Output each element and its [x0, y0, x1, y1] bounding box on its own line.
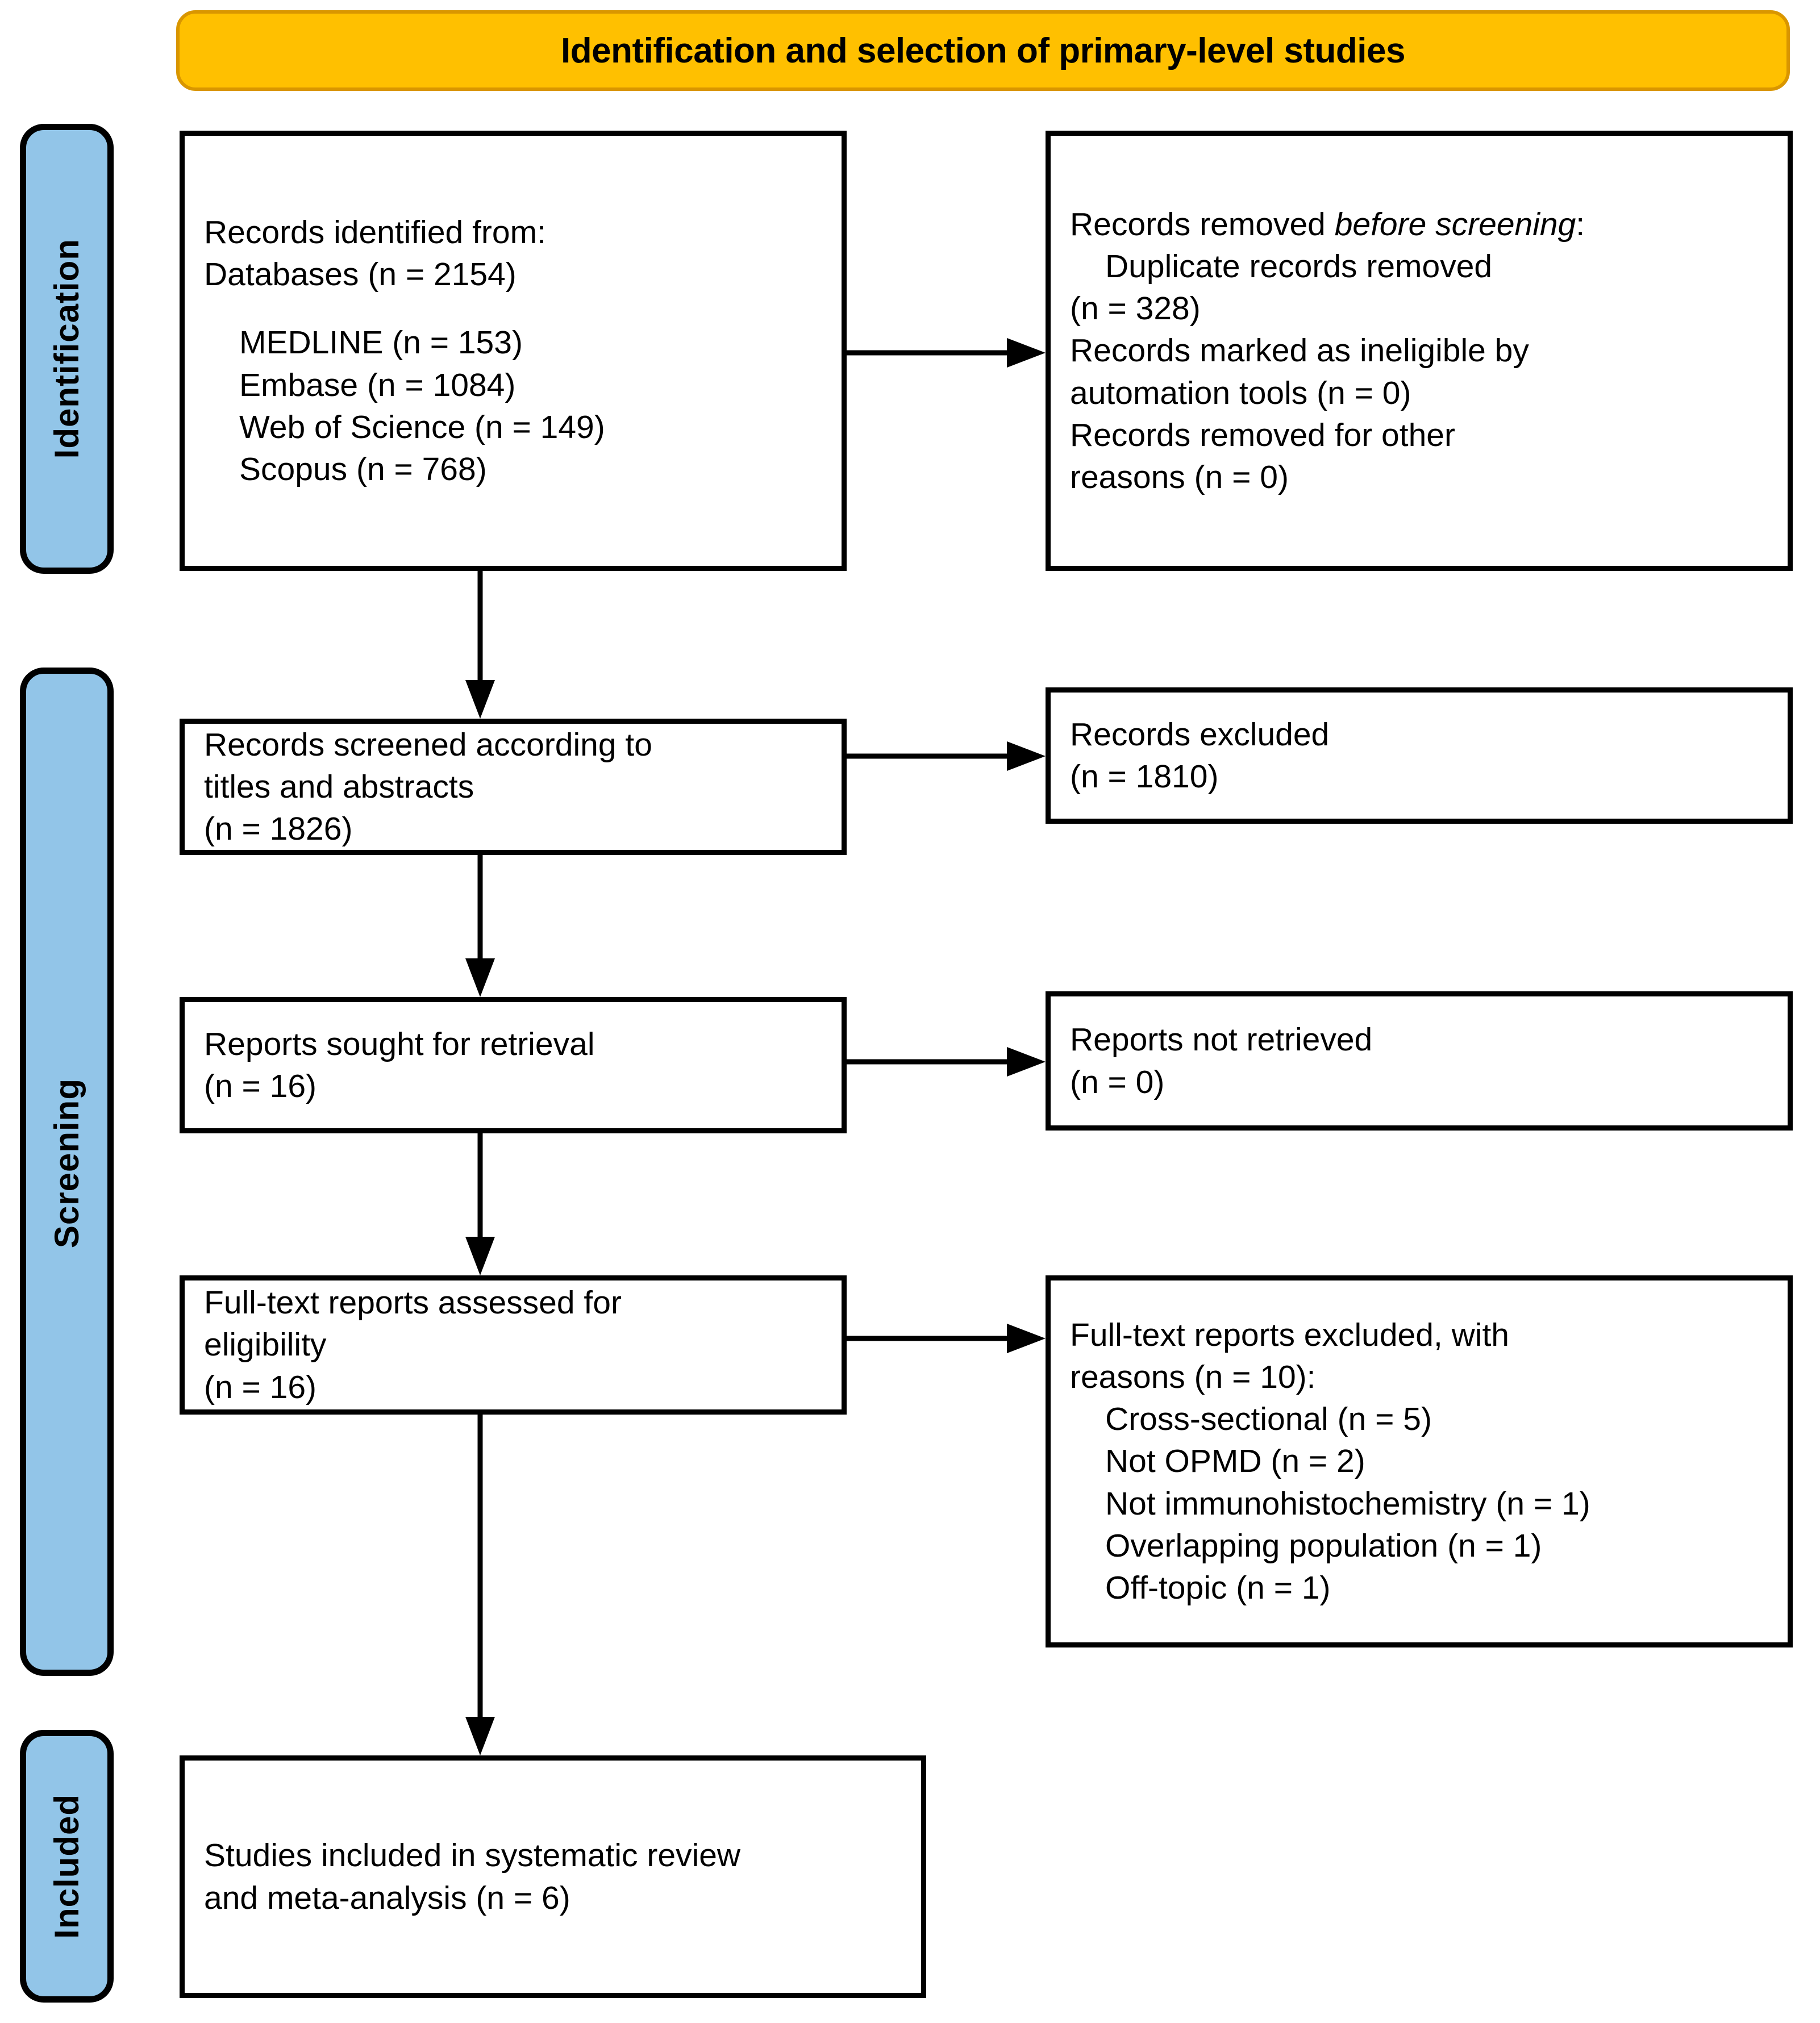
fulltext-excluded-line-1: Full-text reports excluded, with — [1070, 1317, 1509, 1354]
arrow-sought-to-fulltext — [463, 1133, 498, 1277]
box-records-excluded: Records excluded (n = 1810) — [1046, 687, 1793, 824]
records-removed-other-1: Records removed for other — [1070, 416, 1455, 453]
fulltext-excluded-reason-not-ihc: Not immunohistochemistry (n = 1) — [1105, 1485, 1590, 1522]
records-removed-heading: Records removed before screening: — [1070, 203, 1768, 245]
records-screened-line-2: titles and abstracts — [204, 768, 474, 805]
studies-included-line-1: Studies included in systematic review — [204, 1837, 741, 1874]
phase-label-screening: Screening — [20, 668, 114, 1676]
records-excluded-label: Records excluded — [1070, 716, 1330, 753]
arrow-identified-to-screened — [463, 571, 498, 720]
box-records-removed: Records removed before screening: Duplic… — [1046, 131, 1793, 571]
records-identified-line-1: Records identified from: — [204, 214, 546, 251]
fulltext-excluded-line-2: reasons (n = 10): — [1070, 1359, 1316, 1396]
arrow-sought-to-not-retrieved — [847, 1044, 1047, 1079]
reports-sought-label: Reports sought for retrieval — [204, 1025, 595, 1062]
records-removed-heading-prefix: Records removed — [1070, 206, 1335, 243]
phase-label-identification-text: Identification — [48, 239, 86, 459]
arrow-screened-to-excluded — [847, 739, 1047, 774]
records-identified-scopus: Scopus (n = 768) — [239, 451, 487, 487]
fulltext-assessed-count: (n = 16) — [204, 1369, 317, 1405]
records-screened-count: (n = 1826) — [204, 811, 353, 848]
phase-label-included: Included — [20, 1730, 114, 2003]
box-studies-included: Studies included in systematic review an… — [180, 1755, 926, 1998]
records-screened-line-1: Records screened according to — [204, 726, 652, 763]
phase-label-included-text: Included — [48, 1793, 86, 1939]
records-removed-heading-italic: before screening — [1334, 206, 1576, 243]
reports-not-retrieved-count: (n = 0) — [1070, 1063, 1165, 1100]
records-identified-wos: Web of Science (n = 149) — [239, 408, 605, 445]
diagram-title-bar: Identification and selection of primary-… — [176, 10, 1790, 91]
records-identified-embase: Embase (n = 1084) — [239, 366, 516, 403]
records-removed-heading-suffix: : — [1576, 206, 1585, 243]
records-removed-other-2: reasons (n = 0) — [1070, 458, 1289, 495]
box-reports-sought: Reports sought for retrieval (n = 16) — [180, 997, 847, 1133]
phase-label-screening-text: Screening — [48, 1078, 86, 1249]
records-removed-duplicate: Duplicate records removed — [1105, 248, 1493, 285]
arrow-screened-to-sought — [463, 855, 498, 998]
reports-sought-count: (n = 16) — [204, 1068, 317, 1104]
records-removed-ineligible-2: automation tools (n = 0) — [1070, 374, 1411, 411]
fulltext-assessed-line-1: Full-text reports assessed for — [204, 1284, 622, 1321]
page-title: Identification and selection of primary-… — [561, 31, 1405, 70]
records-identified-line-2: Databases (n = 2154) — [204, 256, 517, 293]
reports-not-retrieved-label: Reports not retrieved — [1070, 1021, 1373, 1058]
arrow-fulltext-to-fulltext-excluded — [847, 1321, 1047, 1356]
box-reports-not-retrieved: Reports not retrieved (n = 0) — [1046, 991, 1793, 1131]
box-fulltext-assessed: Full-text reports assessed for eligibili… — [180, 1275, 847, 1415]
records-excluded-count: (n = 1810) — [1070, 758, 1219, 795]
fulltext-excluded-reason-not-opmd: Not OPMD (n = 2) — [1105, 1443, 1365, 1480]
studies-included-line-2: and meta-analysis (n = 6) — [204, 1879, 570, 1916]
phase-label-identification: Identification — [20, 124, 114, 574]
box-records-identified: Records identified from: Databases (n = … — [180, 131, 847, 571]
box-records-screened: Records screened according to titles and… — [180, 719, 847, 855]
arrow-fulltext-to-included — [463, 1415, 498, 1757]
fulltext-excluded-reason-overlapping: Overlapping population (n = 1) — [1105, 1527, 1542, 1564]
records-identified-medline: MEDLINE (n = 153) — [239, 324, 523, 361]
box-fulltext-excluded: Full-text reports excluded, with reasons… — [1046, 1275, 1793, 1647]
arrow-identified-to-removed — [847, 335, 1047, 370]
fulltext-assessed-line-2: eligibility — [204, 1327, 327, 1363]
fulltext-excluded-reason-cross-sectional: Cross-sectional (n = 5) — [1105, 1401, 1432, 1438]
records-removed-duplicate-count: (n = 328) — [1070, 290, 1201, 327]
fulltext-excluded-reason-off-topic: Off-topic (n = 1) — [1105, 1569, 1331, 1606]
records-removed-ineligible-1: Records marked as ineligible by — [1070, 332, 1529, 369]
